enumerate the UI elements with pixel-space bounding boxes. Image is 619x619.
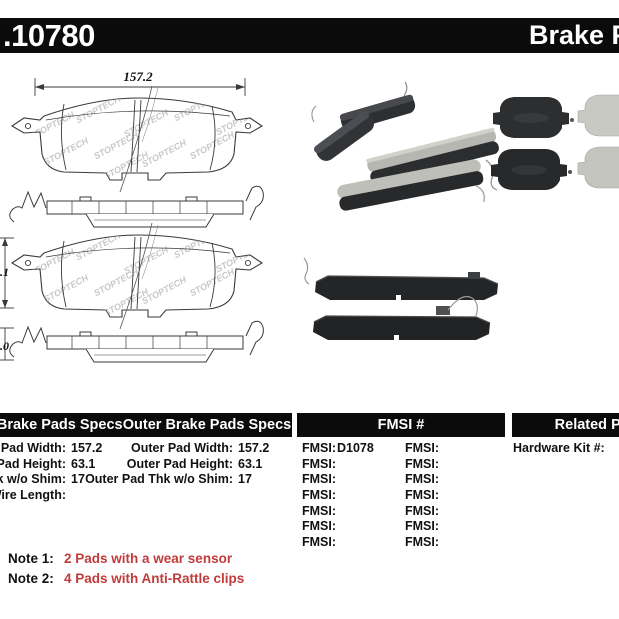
note-1-text: 2 Pads with a wear sensor xyxy=(64,551,233,566)
inner-specs-header: Inner Brake Pads Specs xyxy=(0,417,123,433)
spec-value: 17 xyxy=(238,472,252,486)
fmsi-label: FMSI: xyxy=(302,488,337,503)
photo-pad-edge-top xyxy=(303,257,499,301)
related-parts-header: Related Parts xyxy=(554,417,619,433)
fmsi-row: FMSI: D1078 FMSI: xyxy=(297,441,505,457)
note-2-label: Note 2: xyxy=(8,571,54,586)
fmsi-row: FMSI: FMSI: xyxy=(297,519,505,535)
fmsi-label: FMSI: xyxy=(405,503,440,518)
spec-label: Outer Pad Thk w/o Shim: xyxy=(85,472,233,486)
front-view-bottom xyxy=(12,223,262,329)
part-number: .10780 xyxy=(3,18,95,53)
inner-specs-values: 157.2 63.1 17 xyxy=(71,441,102,488)
outer-specs-values: 157.2 63.1 17 xyxy=(238,441,269,488)
note-1-label: Note 1: xyxy=(8,551,54,566)
height-dim-label: .1 xyxy=(0,265,9,279)
outer-specs-header: Outer Brake Pads Specs xyxy=(122,417,292,433)
fmsi-label: FMSI: xyxy=(405,441,440,455)
note-2-text: 4 Pads with Anti-Rattle clips xyxy=(64,571,245,586)
spec-label: Inner Pad Thk w/o Shim: xyxy=(0,472,66,486)
photo-pad-faces xyxy=(491,94,619,190)
width-dimension: 157.2 xyxy=(34,69,246,96)
fmsi-row: FMSI: FMSI: xyxy=(297,457,505,473)
brake-pad-photos xyxy=(303,81,619,341)
fmsi-label: FMSI: xyxy=(405,472,440,487)
thickness-dimension: .0 xyxy=(0,327,14,361)
inner-specs-labels: Inner Pad Width: Inner Pad Height: Inner… xyxy=(0,441,66,503)
brake-pad-technical-drawing: STOPTECH STOPTECH STOPTECH STOPTECH STOP… xyxy=(0,69,264,363)
hardware-kit-label: Hardware Kit #: xyxy=(513,441,605,455)
spec-label: Outer Pad Height: xyxy=(126,456,233,471)
fmsi-row: FMSI: FMSI: xyxy=(297,488,505,504)
outer-specs-labels: Outer Pad Width: Outer Pad Height: Outer… xyxy=(55,441,233,488)
fmsi-header-bar xyxy=(297,413,505,437)
fmsi-label: FMSI: xyxy=(302,535,337,550)
spec-value: 157.2 xyxy=(238,441,270,455)
fmsi-header: FMSI # xyxy=(377,417,425,433)
fmsi-label: FMSI: xyxy=(302,472,337,487)
title-bar xyxy=(0,18,619,53)
width-dim-label: 157.2 xyxy=(123,69,153,84)
fmsi-row: FMSI: FMSI: xyxy=(297,504,505,520)
fmsi-table: FMSI: D1078 FMSI: FMSI: FMSI: FMSI: FMSI… xyxy=(297,441,505,551)
spec-label: Inner Pad Width: xyxy=(0,441,66,455)
spec-value: 17 xyxy=(71,472,85,486)
spec-value: 63.1 xyxy=(238,456,263,471)
fmsi-label: FMSI: xyxy=(302,456,337,471)
spec-label: Outer Pad Width: xyxy=(131,441,233,455)
fmsi-value: D1078 xyxy=(337,441,374,455)
fmsi-label: FMSI: xyxy=(405,535,440,550)
side-view-top xyxy=(9,185,264,228)
spec-value: 63.1 xyxy=(71,456,96,471)
height-dimension: .1 xyxy=(0,237,14,309)
thickness-dim-label: .0 xyxy=(0,339,9,353)
photo-pad-edge-bottom xyxy=(313,295,491,341)
page-title: Brake Pads xyxy=(529,20,619,50)
photo-pad-set-angled xyxy=(311,81,499,211)
fmsi-row: FMSI: FMSI: xyxy=(297,535,505,551)
front-view-top xyxy=(12,86,262,192)
fmsi-label: FMSI: xyxy=(405,456,440,471)
fmsi-row: FMSI: FMSI: xyxy=(297,472,505,488)
spec-label: Inner Pad Height: xyxy=(0,456,66,471)
related-header-bar xyxy=(512,413,619,437)
side-view-bottom xyxy=(9,320,264,363)
specs-header-bar xyxy=(0,413,292,437)
fmsi-label: FMSI: xyxy=(302,441,337,455)
fmsi-label: FMSI: xyxy=(405,488,440,503)
fmsi-label: FMSI: xyxy=(405,519,440,534)
spec-value: 157.2 xyxy=(71,441,103,455)
fmsi-label: FMSI: xyxy=(302,519,337,534)
fmsi-label: FMSI: xyxy=(302,503,337,518)
spec-label: Sensor Wire Length: xyxy=(0,487,66,502)
